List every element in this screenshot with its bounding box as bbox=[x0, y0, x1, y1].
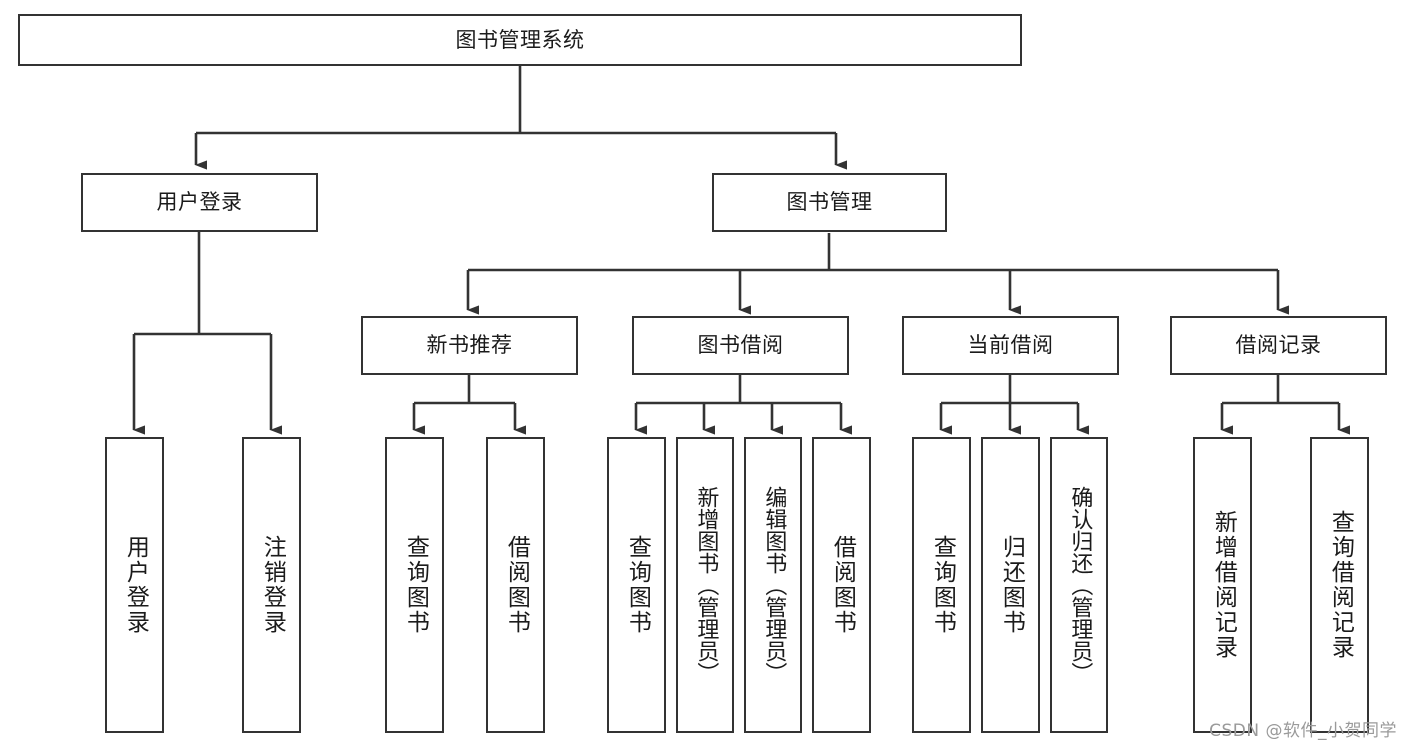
node-book-borrow-label: 图书借阅 bbox=[697, 333, 784, 358]
leaf-borrow-lend[interactable]: 借阅图书 bbox=[812, 437, 871, 733]
leaf-current-query-label: 查询图书 bbox=[929, 535, 956, 635]
leaf-rec-borrow[interactable]: 借阅图书 bbox=[486, 437, 545, 733]
node-root-label: 图书管理系统 bbox=[455, 27, 585, 52]
node-book-manage-label: 图书管理 bbox=[786, 190, 873, 215]
node-current-borrow-label: 当前借阅 bbox=[967, 333, 1054, 358]
leaf-borrow-query-label: 查询图书 bbox=[624, 535, 651, 635]
leaf-user-logout-label: 注销登录 bbox=[259, 535, 286, 635]
leaf-current-return-label: 归还图书 bbox=[998, 535, 1025, 635]
leaf-current-confirm-label: 确认归还（管理员） bbox=[1067, 486, 1093, 684]
leaf-borrow-add-label: 新增图书（管理员） bbox=[693, 486, 719, 684]
leaf-current-query[interactable]: 查询图书 bbox=[912, 437, 971, 733]
leaf-current-confirm[interactable]: 确认归还（管理员） bbox=[1050, 437, 1108, 733]
node-root[interactable]: 图书管理系统 bbox=[18, 14, 1022, 66]
leaf-record-query[interactable]: 查询借阅记录 bbox=[1310, 437, 1369, 733]
node-user-login-label: 用户登录 bbox=[156, 190, 243, 215]
leaf-record-query-label: 查询借阅记录 bbox=[1327, 510, 1354, 660]
leaf-borrow-query[interactable]: 查询图书 bbox=[607, 437, 666, 733]
leaf-rec-borrow-label: 借阅图书 bbox=[503, 535, 530, 635]
node-book-manage[interactable]: 图书管理 bbox=[712, 173, 947, 232]
node-current-borrow[interactable]: 当前借阅 bbox=[902, 316, 1119, 375]
leaf-borrow-add[interactable]: 新增图书（管理员） bbox=[676, 437, 734, 733]
leaf-user-login-label: 用户登录 bbox=[122, 535, 149, 635]
node-user-login[interactable]: 用户登录 bbox=[81, 173, 318, 232]
leaf-borrow-edit[interactable]: 编辑图书（管理员） bbox=[744, 437, 802, 733]
node-new-book-rec-label: 新书推荐 bbox=[426, 333, 513, 358]
node-book-borrow[interactable]: 图书借阅 bbox=[632, 316, 849, 375]
node-new-book-rec[interactable]: 新书推荐 bbox=[361, 316, 578, 375]
csdn-watermark: CSDN @软件_小贺同学 bbox=[1209, 721, 1397, 741]
node-borrow-record-label: 借阅记录 bbox=[1235, 333, 1322, 358]
leaf-user-login[interactable]: 用户登录 bbox=[105, 437, 164, 733]
node-borrow-record[interactable]: 借阅记录 bbox=[1170, 316, 1387, 375]
leaf-current-return[interactable]: 归还图书 bbox=[981, 437, 1040, 733]
leaf-rec-query-label: 查询图书 bbox=[402, 535, 429, 635]
leaf-record-add[interactable]: 新增借阅记录 bbox=[1193, 437, 1252, 733]
leaf-borrow-edit-label: 编辑图书（管理员） bbox=[761, 486, 787, 684]
leaf-user-logout[interactable]: 注销登录 bbox=[242, 437, 301, 733]
leaf-rec-query[interactable]: 查询图书 bbox=[385, 437, 444, 733]
leaf-borrow-lend-label: 借阅图书 bbox=[829, 535, 856, 635]
leaf-record-add-label: 新增借阅记录 bbox=[1210, 510, 1237, 660]
